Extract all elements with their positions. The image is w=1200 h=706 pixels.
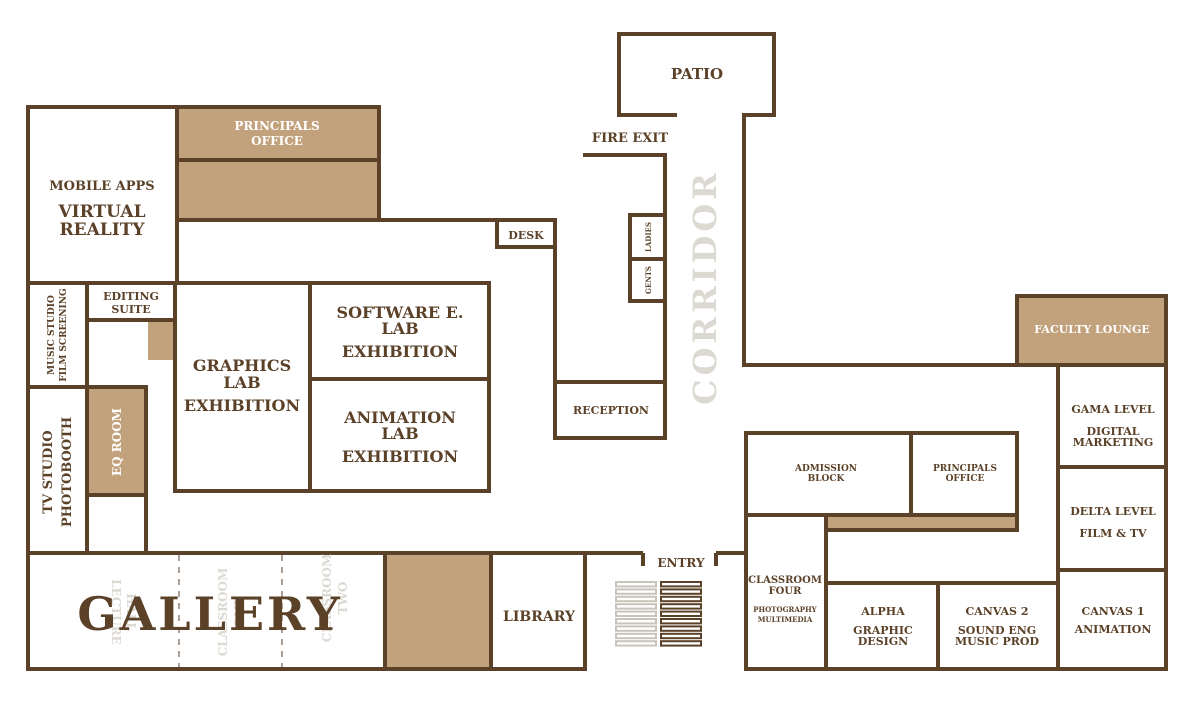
- stairs-dark: [660, 581, 702, 647]
- patio-label: PATIO: [671, 65, 723, 83]
- animation-lab-room: [308, 377, 491, 493]
- admission-strip-wall: [826, 513, 1019, 532]
- classroom-four-label-1: CLASSROOM: [748, 575, 822, 586]
- stair-tread: [660, 618, 702, 625]
- classroom-four-label-4: MULTIMEDIA: [758, 615, 813, 624]
- stair-tread: [660, 581, 702, 588]
- gallery-label: GALLERY: [77, 587, 342, 641]
- ladies-label: LADIES: [644, 222, 653, 252]
- fire-exit-label: FIRE EXIT: [592, 131, 669, 146]
- alpha-label-1: ALPHA: [860, 605, 905, 618]
- stair-tread: [615, 640, 657, 647]
- stair-tread: [615, 632, 657, 640]
- gama-level-room: [1056, 363, 1168, 469]
- gallery-fill-block: [385, 553, 491, 669]
- library-label: LIBRARY: [503, 609, 576, 625]
- patio-wall: [617, 32, 1017, 367]
- animation-lab-label-2: LAB: [381, 424, 418, 443]
- gama-level-label-3: MARKETING: [1073, 436, 1154, 449]
- tv-studio-room: [26, 385, 89, 555]
- tv-studio-label-2: PHOTOBOOTH: [60, 417, 75, 527]
- stair-tread: [660, 603, 702, 610]
- music-studio-room: [26, 281, 89, 389]
- classroom-four-label-3: PHOTOGRAPHY: [753, 605, 817, 614]
- entry-label: ENTRY: [657, 556, 705, 570]
- mobile-apps-room: [26, 105, 179, 285]
- animation-lab-label-3: EXHIBITION: [342, 447, 458, 466]
- software-lab-label-2: LAB: [381, 319, 418, 338]
- gents-label: GENTS: [644, 266, 653, 294]
- faculty-lounge-label: FACULTY LOUNGE: [1034, 323, 1150, 336]
- classroom-four-label-2: FOUR: [769, 586, 803, 597]
- software-lab-label-1: SOFTWARE E.: [337, 303, 464, 322]
- principals-office-right-label-1: PRINCIPALS: [933, 464, 997, 474]
- graphics-lab-label-2: LAB: [223, 373, 260, 392]
- software-lab-label-3: EXHIBITION: [342, 342, 458, 361]
- music-studio-label-1: MUSIC STUDIO: [47, 295, 57, 375]
- editing-suite-label-1: EDITING: [103, 290, 159, 303]
- alpha-label-3: DESIGN: [858, 635, 908, 648]
- gama-level-label-2: DIGITAL: [1086, 425, 1139, 438]
- small-room-below-eq: [85, 493, 148, 555]
- principals-office-right-label-2: OFFICE: [946, 474, 985, 484]
- classroom-two-label-1: CLASSROOM: [320, 554, 334, 643]
- stair-tread: [660, 632, 702, 640]
- north-hall-wall: [379, 153, 667, 440]
- canvas2-label-2: SOUND ENG: [958, 624, 1036, 637]
- eq-room-fill: [88, 388, 146, 494]
- stair-tread: [660, 640, 702, 647]
- canvas1-room: [1056, 568, 1168, 671]
- desk-box: [495, 218, 557, 249]
- classroom-one-label-2: ONE: [232, 597, 246, 628]
- admission-block-label-2: BLOCK: [808, 474, 846, 484]
- principals-office-top-room: [175, 105, 381, 222]
- stair-tread: [615, 625, 657, 632]
- virtual-reality-label-1: VIRTUAL: [57, 202, 145, 222]
- principals-office-top-label-1: PRINCIPALS: [234, 119, 319, 133]
- corridor-label: CORRIDOR: [686, 169, 724, 405]
- principals-office-top-fill: [177, 107, 379, 220]
- delta-level-label-1: DELTA LEVEL: [1070, 505, 1156, 518]
- desk-label: DESK: [508, 229, 544, 242]
- stair-tread: [615, 581, 657, 588]
- canvas1-label-2: ANIMATION: [1074, 623, 1152, 636]
- reception-label: RECEPTION: [573, 404, 649, 417]
- classroom-one-label-1: CLASSROOM: [216, 568, 230, 657]
- lecture-hall-label-2: HALL: [124, 593, 138, 631]
- delta-level-room: [1056, 465, 1168, 572]
- stair-tread: [615, 603, 657, 610]
- mobile-apps-label: MOBILE APPS: [49, 179, 154, 194]
- classroom-two-label-2: TWO: [336, 582, 350, 615]
- music-studio-label-2: FILM SCREENING: [59, 288, 69, 381]
- tv-studio-label-1: TV STUDIO: [41, 430, 56, 513]
- canvas1-label-1: CANVAS 1: [1082, 605, 1145, 618]
- eq-room-label: EQ ROOM: [110, 408, 124, 476]
- stair-tread: [615, 610, 657, 617]
- stairs-light: [615, 581, 657, 647]
- stair-tread: [660, 595, 702, 603]
- canvas2-label-3: MUSIC PROD: [955, 635, 1039, 648]
- gama-level-label-1: GAMA LEVEL: [1071, 403, 1155, 416]
- alpha-label-2: GRAPHIC: [853, 624, 913, 637]
- admission-block-label-1: ADMISSION: [794, 464, 857, 474]
- principals-office-top-label-2: OFFICE: [251, 134, 303, 148]
- stair-tread: [615, 588, 657, 595]
- delta-level-label-2: FILM & TV: [1079, 527, 1147, 540]
- admission-strip-fill: [826, 515, 1018, 530]
- small-fill-block: [148, 320, 175, 360]
- virtual-reality-label-2: REALITY: [60, 220, 146, 240]
- stair-tread: [660, 625, 702, 632]
- stair-tread: [660, 610, 702, 617]
- stair-tread: [615, 595, 657, 603]
- stair-tread: [660, 588, 702, 595]
- graphics-lab-label-3: EXHIBITION: [184, 396, 300, 415]
- stair-tread: [615, 618, 657, 625]
- canvas2-label-1: CANVAS 2: [966, 605, 1029, 618]
- lecture-hall-label-1: LECTURE: [109, 579, 123, 645]
- editing-suite-label-2: SUITE: [111, 303, 150, 316]
- graphics-lab-label-1: GRAPHICS: [193, 356, 291, 375]
- faculty-lounge-fill: [1017, 296, 1166, 365]
- animation-lab-label-1: ANIMATION: [343, 408, 456, 427]
